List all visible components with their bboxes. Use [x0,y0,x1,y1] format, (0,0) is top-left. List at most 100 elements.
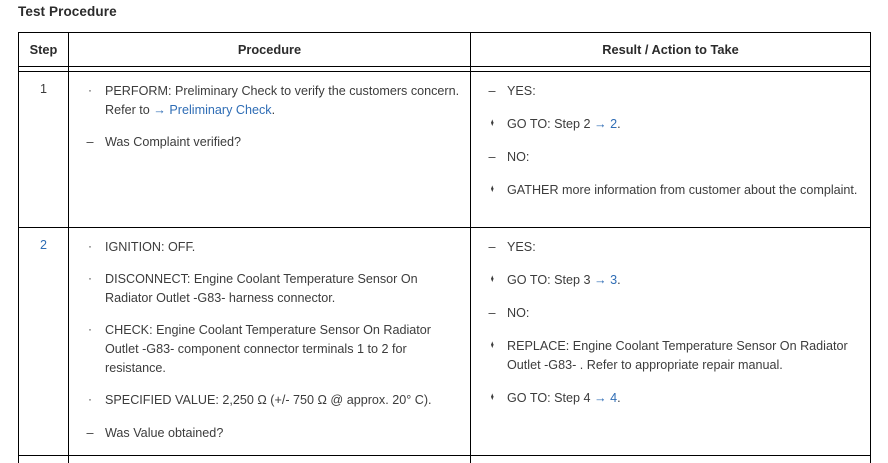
list-item-text-trail: . [271,103,276,118]
right-arrow-icon: → [594,391,607,406]
procedure-cell: · IGNITION: OFF. · DISCONNECT: Engine Coola… [68,227,471,456]
list-item-text-lead: GATHER more information from customer ab… [507,183,858,198]
list-item-text: DISCONNECT: Engine Coolant Temperature S… [105,272,418,305]
list-item-text-lead: Was Value obtained? [105,425,224,440]
result-cell: –YES:♦GO TO: Step 2 → 2.–NO:♦GATHER more… [470,71,871,228]
bullet-dot-icon: · [88,321,92,336]
bullet-dash-icon: – [86,425,94,440]
bullet-diamond-icon: ♦ [490,338,494,351]
list-item-text-lead: REPLACE: Engine Coolant Temperature Sens… [507,338,848,373]
list-item-text-lead: NO: [507,305,530,320]
partial-cell [470,455,871,463]
list-item-text-lead: NO: [507,150,530,165]
procedure-cell: · PERFORM: Preliminary Check to verify th… [68,71,471,228]
list-item: –NO: [481,148,860,167]
right-arrow-icon: → [153,103,166,118]
bullet-dash-icon: – [488,150,496,165]
column-header-result: Result / Action to Take [470,32,871,67]
list-item-text-lead: Was Complaint verified? [105,135,242,150]
list-item: ♦ GATHER more information from customer a… [481,181,860,200]
list-item-text-lead: YES: [507,239,536,254]
list-item: · CHECK: Engine Coolant Temperature Senso… [79,321,460,378]
list-item: –Was Value obtained? [79,424,460,443]
list-item: · SPECIFIED VALUE: 2,250 Ω (+/- 750 Ω @ a… [79,391,460,410]
bullet-diamond-icon: ♦ [490,272,494,285]
test-procedure-page: Test Procedure Step Procedure Result / A… [18,4,871,463]
list-item-text: NO: [507,306,529,320]
list-item-text: CHECK: Engine Coolant Temperature Sensor… [105,323,431,375]
list-item-text: NO: [507,150,529,164]
step-cell: 2 [18,227,69,456]
list-item: –YES: [481,82,860,101]
test-procedure-table: Step Procedure Result / Action to Take 1… [18,32,871,463]
cross-reference-link[interactable]: 4 [610,391,618,406]
list-item-text: YES: [507,240,536,254]
result-list: –YES:♦GO TO: Step 3 → 3.–NO:♦REPLACE: En… [481,238,860,409]
header-rule-step [18,66,69,72]
list-item-text-lead: GO TO: Step 4 [507,391,595,406]
bullet-diamond-icon: ♦ [490,183,494,196]
list-item-text-lead: GO TO: Step 3 [507,272,595,287]
list-item: ♦ GO TO: Step 2 → 2. [481,115,860,134]
step-number: 1 [39,82,47,96]
header-row: Step Procedure Result / Action to Take [18,32,871,67]
cross-reference-link[interactable]: Preliminary Check [169,103,272,118]
cross-reference-link[interactable]: 3 [610,272,618,287]
bullet-dash-icon: – [86,135,94,150]
column-header-step: Step [18,32,69,67]
result-cell: –YES:♦GO TO: Step 3 → 3.–NO:♦REPLACE: En… [470,227,871,456]
bullet-dot-icon: · [88,83,92,97]
bullet-dash-icon: – [488,239,496,254]
table-row-partial [18,455,871,463]
list-item-text: IGNITION: OFF. [105,240,195,254]
bullet-diamond-icon: ♦ [490,117,494,130]
list-item: ♦GO TO: Step 4 → 4. [481,389,860,408]
list-item-text-lead: GO TO: Step 2 [507,117,595,132]
list-item: · IGNITION: OFF. [79,238,460,257]
bullet-diamond-icon: ♦ [490,391,494,404]
header-rule-procedure [68,66,471,72]
bullet-dot-icon: · [88,392,92,407]
list-item: –Was Complaint verified? [79,133,460,152]
table-body: 1 · PERFORM: Preliminary Check to verify t… [18,71,871,463]
table-row: 2 · IGNITION: OFF. · DISCONNECT: Engine Cool… [18,227,871,456]
list-item-text: Was Value obtained? [105,426,223,440]
header-double-rule [18,66,871,72]
result-list: –YES:♦GO TO: Step 2 → 2.–NO:♦GATHER more… [481,82,860,201]
partial-cell [18,455,69,463]
list-item-text-lead: DISCONNECT: Engine Coolant Temperature S… [105,271,418,305]
step-number-link[interactable]: 2 [39,237,47,252]
right-arrow-icon: → [594,272,607,287]
bullet-dash-icon: – [488,305,496,320]
list-item-text: GO TO: Step 2 → 2. [507,117,621,131]
list-item: ♦ GO TO: Step 3 → 3. [481,271,860,290]
bullet-dot-icon: · [88,270,92,285]
list-item: · PERFORM: Preliminary Check to verify th… [79,82,460,120]
header-rule-result [470,66,871,72]
bullet-dot-icon: · [88,238,92,253]
list-item: ♦ REPLACE: Engine Coolant Temperature Sen… [481,337,860,375]
partial-cell [68,455,471,463]
list-item-text-lead: YES: [507,84,536,98]
list-item: –NO: [481,304,860,323]
list-item-text-trail: . [617,272,621,287]
column-header-procedure: Procedure [68,32,471,67]
cross-reference-link[interactable]: 2 [610,117,618,132]
list-item-text: YES: [507,84,536,98]
list-item-text: GATHER more information from customer ab… [507,183,857,197]
table-row: 1 · PERFORM: Preliminary Check to verify t… [18,71,871,228]
list-item-text: REPLACE: Engine Coolant Temperature Sens… [507,339,848,372]
list-item-text-lead: SPECIFIED VALUE: 2,250 Ω (+/- 750 Ω @ ap… [105,393,432,408]
procedure-list: · PERFORM: Preliminary Check to verify th… [79,82,460,152]
procedure-list: · IGNITION: OFF. · DISCONNECT: Engine Coola… [79,238,460,443]
list-item-text: GO TO: Step 3 → 3. [507,273,621,287]
list-item: · DISCONNECT: Engine Coolant Temperature … [79,270,460,308]
step-cell: 1 [18,71,69,228]
list-item-text-lead: PERFORM: Preliminary Check to verify the… [105,84,460,118]
list-item-text-lead: IGNITION: OFF. [105,239,196,254]
list-item-text: Was Complaint verified? [105,135,241,149]
bullet-dash-icon: – [488,84,496,98]
list-item-text: PERFORM: Preliminary Check to verify the… [105,84,459,117]
list-item-text: SPECIFIED VALUE: 2,250 Ω (+/- 750 Ω @ ap… [105,393,432,407]
table-header: Step Procedure Result / Action to Take [18,32,871,72]
